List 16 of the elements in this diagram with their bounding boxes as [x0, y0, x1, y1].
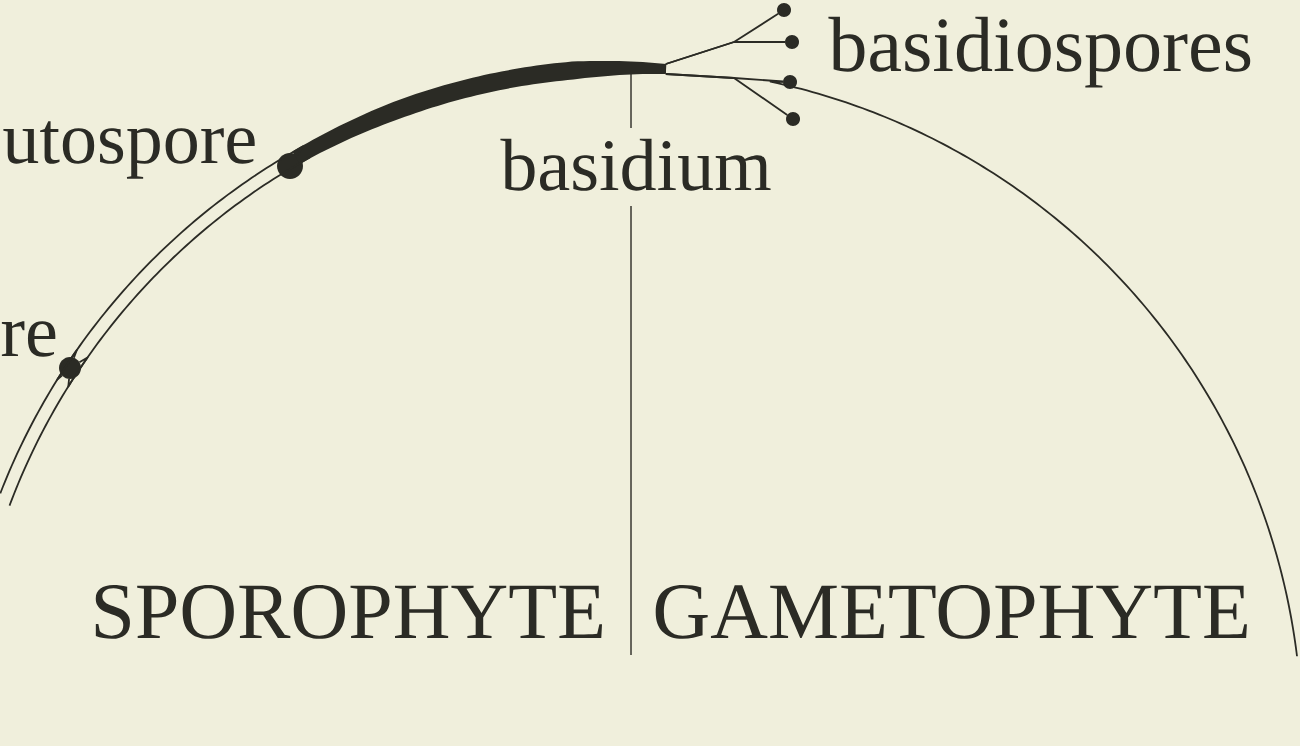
- region-label: SPOROPHYTE: [95, 585, 602, 639]
- connector-line: [0, 349, 78, 495]
- stage-label: basidiospores: [828, 16, 1251, 88]
- spore-dot: [59, 357, 81, 379]
- connector-line: [769, 80, 1298, 658]
- region-label: GAMETOPHYTE: [655, 585, 1247, 639]
- spore-dot: [785, 35, 799, 49]
- connector-line: [664, 41, 786, 65]
- spore-dot: [783, 75, 797, 89]
- connector-line: [664, 73, 789, 116]
- stage-label: utospore: [3, 121, 255, 179]
- stage-label: re: [1, 321, 56, 357]
- spore-dot: [786, 112, 800, 126]
- connector-line: [8, 356, 89, 507]
- spore-dot: [777, 3, 791, 17]
- stage-label: basidium: [500, 138, 771, 191]
